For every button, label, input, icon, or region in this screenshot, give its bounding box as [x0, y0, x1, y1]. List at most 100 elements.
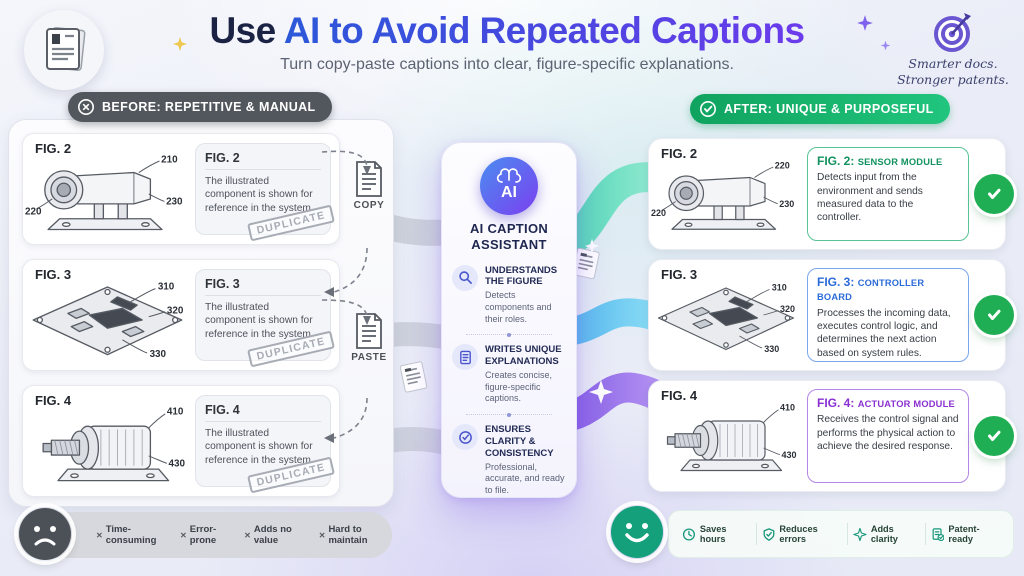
board-drawing: 310 320 330: [32, 281, 184, 360]
divider: [924, 523, 926, 545]
fig-label: FIG. 2: [661, 146, 698, 161]
after-card-fig2: FIG. 2 220 220 230 FIG. 2: SENSOR MODULE…: [648, 138, 1014, 250]
check-circle-icon: [452, 424, 478, 451]
ref-label: 230: [166, 197, 183, 208]
ai-assistant-card: AI AI CAPTION ASSISTANT UNDERSTANDS THE …: [441, 142, 577, 498]
ref-label: 410: [780, 403, 795, 413]
caption-text: The illustrated component is shown for r…: [205, 176, 314, 214]
caption-heading: FIG. 3: CONTROLLER BOARD: [817, 275, 925, 303]
negative-item: ✕Error-prone: [180, 524, 217, 546]
check-badge: [974, 416, 1014, 456]
x-circle-icon: [78, 99, 94, 115]
check-badge: [974, 174, 1014, 214]
sad-face-icon: [18, 507, 72, 561]
paste-label: PASTE: [351, 352, 387, 363]
caption-box: FIG. 2: SENSOR MODULE Detects input from…: [807, 147, 969, 241]
caption-heading: FIG. 4: ACTUATOR MODULE: [817, 396, 955, 410]
feature-desc: Detects components and their roles.: [485, 290, 552, 324]
feature-ensures: ENSURES CLARITY & CONSISTENCY Profession…: [452, 424, 566, 497]
feature-title: UNDERSTANDS THE FIGURE: [485, 264, 558, 288]
benefit-patent-ready: Patent-ready: [926, 520, 1006, 548]
x-bullet-icon: ✕: [180, 530, 187, 540]
brand-tagline: Smarter docs. Stronger patents.: [897, 56, 1009, 88]
fig-label: FIG. 3: [35, 267, 72, 282]
ref-label: 220: [651, 208, 666, 218]
caption-box: FIG. 4: ACTUATOR MODULE Receives the con…: [807, 389, 969, 483]
caption-text: Processes the incoming data, executes co…: [817, 307, 951, 359]
caption-text: The illustrated component is shown for r…: [205, 428, 314, 466]
sparkle-icon: [880, 40, 891, 51]
ref-label: 310: [772, 282, 787, 292]
benefit-reduces-errors: Reduces errors: [757, 520, 847, 548]
target-dart-icon: [934, 13, 971, 52]
ref-label: 230: [779, 199, 794, 209]
ref-label: 320: [780, 304, 795, 314]
title-highlight: AI to Avoid Repeated Captions: [275, 10, 805, 51]
caption-box: FIG. 4 The illustrated component is show…: [195, 395, 335, 494]
negative-item: ✕Adds no value: [244, 524, 292, 546]
document-logo-icon: [24, 10, 104, 90]
copy-doc-icon: [356, 161, 382, 197]
caption-text: Receives the control signal and performs…: [817, 414, 959, 452]
before-card-fig3: FIG. 3 310 320 330: [22, 259, 340, 371]
ref-label: 210: [161, 155, 178, 166]
caption-heading: FIG. 2: SENSOR MODULE: [817, 154, 943, 168]
board-drawing: 310 320 330: [657, 282, 795, 354]
divider: [466, 332, 552, 337]
ref-label: 310: [158, 281, 175, 292]
caption-text: Detects input from the environment and s…: [817, 172, 923, 224]
before-card-fig2: FIG. 2 210 220 230: [22, 133, 340, 245]
ref-label: 220: [775, 161, 790, 171]
divider: [466, 412, 552, 417]
ref-label: 330: [764, 344, 779, 354]
check-badge: [974, 295, 1014, 335]
document-lines-icon: [452, 344, 478, 371]
page-subtitle: Turn copy-paste captions into clear, fig…: [280, 56, 734, 73]
caption-box: FIG. 3 The illustrated component is show…: [195, 269, 335, 368]
ai-badge-text: AI: [501, 184, 517, 201]
negative-item: ✕Time-consuming: [96, 524, 157, 546]
feature-desc: Creates concise, figure-specific caption…: [485, 370, 553, 404]
benefit-saves-hours: Saves hours: [677, 520, 756, 548]
fig-label: FIG. 4: [35, 393, 72, 408]
brand-block: Smarter docs. Stronger patents.: [894, 10, 1012, 89]
divider: [755, 523, 757, 545]
sensor-drawing: 220 220 230: [651, 161, 794, 230]
ref-label: 430: [169, 459, 186, 470]
x-bullet-icon: ✕: [96, 530, 103, 540]
assistant-features: UNDERSTANDS THE FIGURE Detects component…: [442, 254, 576, 497]
feature-title: ENSURES CLARITY & CONSISTENCY: [485, 424, 554, 459]
ref-label: 320: [167, 305, 184, 316]
sparkle-icon: [857, 15, 873, 31]
before-panel: FIG. 2 210 220 230: [8, 119, 394, 507]
before-badge-label: BEFORE: REPETITIVE & MANUAL: [102, 100, 316, 114]
divider: [846, 523, 848, 545]
caption-box: FIG. 3: CONTROLLER BOARD Processes the i…: [807, 268, 969, 362]
after-footer-strip: Saves hours Reduces errors Adds clarity …: [668, 510, 1014, 558]
copy-label: COPY: [353, 200, 385, 211]
before-badge: BEFORE: REPETITIVE & MANUAL: [68, 92, 332, 122]
copy-step: COPY: [346, 160, 392, 211]
feature-understands: UNDERSTANDS THE FIGURE Detects component…: [452, 264, 566, 326]
before-card-fig4: FIG. 4 410 430: [22, 385, 340, 497]
after-badge-label: AFTER: UNIQUE & PURPOSEFUL: [724, 102, 934, 116]
clock-icon: [682, 527, 695, 541]
actuator-drawing: 410 430: [42, 407, 186, 482]
ref-label: 410: [167, 407, 184, 418]
x-bullet-icon: ✕: [318, 530, 326, 540]
happy-face-icon: [610, 505, 664, 559]
feature-desc: Professional, accurate, and ready to fil…: [485, 461, 565, 496]
paste-doc-icon: [356, 313, 382, 349]
caption-box: FIG. 2 The illustrated component is show…: [195, 143, 335, 242]
ref-label: 220: [25, 207, 42, 218]
fig-label: FIG. 2: [35, 141, 72, 156]
magnifier-icon: [452, 264, 478, 291]
ref-label: 430: [782, 450, 797, 460]
sparkle-icon: [853, 527, 867, 541]
ref-label: 330: [150, 349, 167, 360]
paste-step: PASTE: [346, 312, 392, 363]
doc-check-icon: [932, 527, 945, 541]
shield-check-icon: [763, 527, 774, 541]
x-bullet-icon: ✕: [244, 530, 251, 540]
